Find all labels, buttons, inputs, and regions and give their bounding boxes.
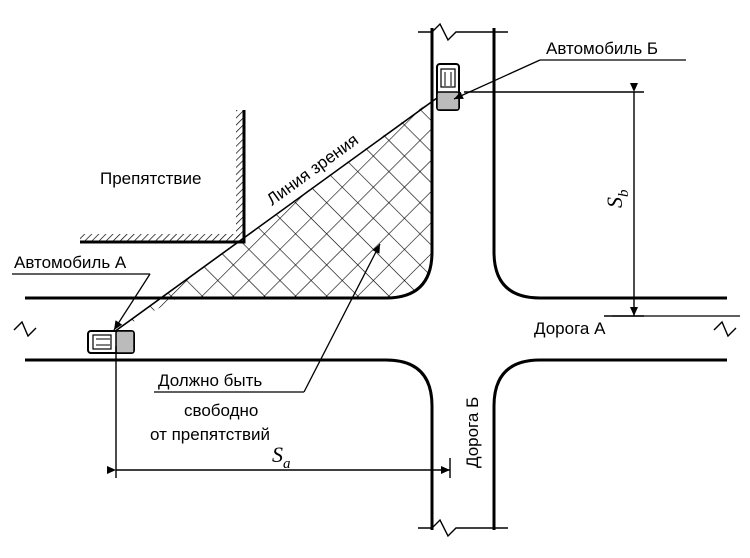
car-b-label: Автомобиль Б (546, 39, 658, 58)
free-zone-label-line2: свободно (184, 401, 258, 420)
road-b-label: Дорога Б (463, 397, 482, 468)
road-a (25, 28, 727, 530)
free-zone-label-line3: от препятствий (150, 425, 270, 444)
sight-line (113, 89, 449, 333)
car-a-icon (87, 330, 135, 354)
free-zone-label-line1: Должно быть (158, 371, 262, 390)
sa-dimension-label: Sa (272, 442, 291, 472)
obstacle-label: Препятствие (100, 169, 201, 188)
break-marks (13, 22, 737, 538)
dimension-sa (107, 346, 451, 478)
road-a-label: Дорога А (534, 319, 606, 338)
car-b-icon (436, 63, 460, 111)
sb-dimension-label: Sb (602, 189, 632, 208)
obstacle (80, 110, 246, 244)
car-a-label: Автомобиль А (14, 253, 127, 272)
leader-lines (12, 59, 740, 393)
